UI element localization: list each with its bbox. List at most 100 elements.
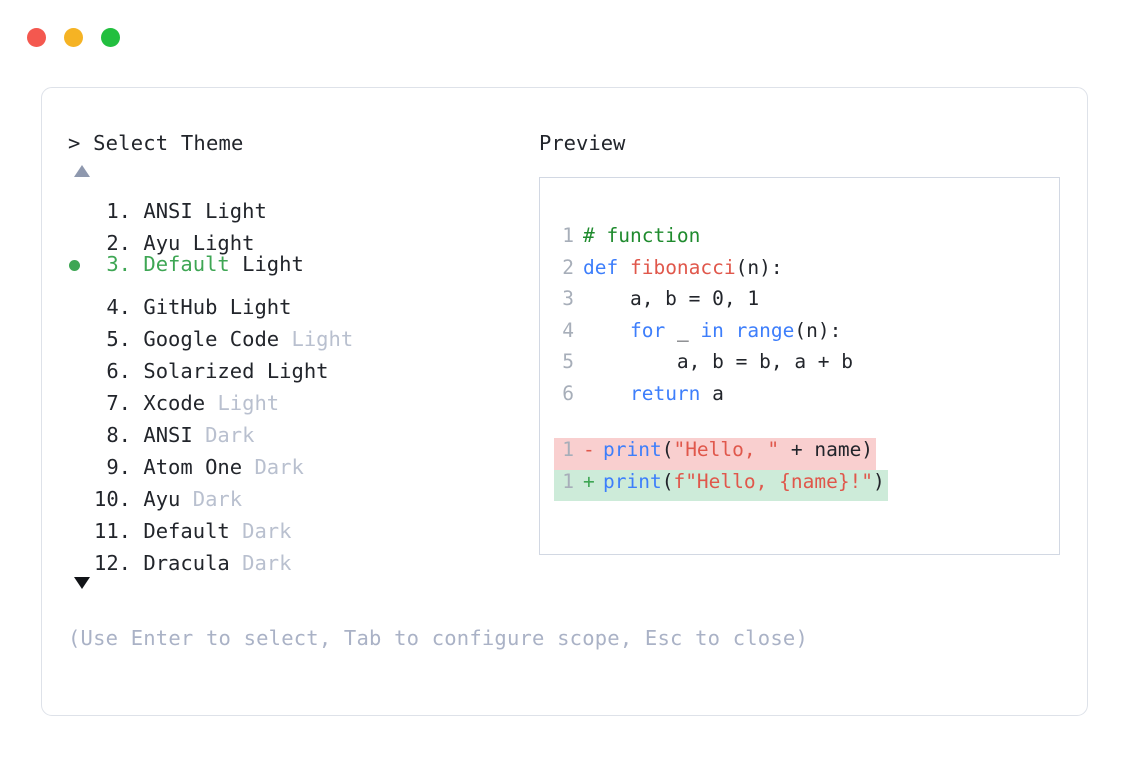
theme-item-variant: Light xyxy=(192,230,255,255)
theme-list-item[interactable]: 3. Default Light xyxy=(68,250,538,282)
selection-bullet-slot xyxy=(68,250,94,282)
theme-list-item[interactable]: 5. Google Code Light xyxy=(68,314,538,351)
theme-item-name: Xcode xyxy=(143,390,206,415)
theme-item-variant: Dark xyxy=(242,518,292,543)
code-line-number: 1 xyxy=(562,224,574,247)
theme-list-item[interactable]: 10. Ayu Dark xyxy=(68,474,538,511)
theme-list-item[interactable]: 7. Xcode Light xyxy=(68,378,538,415)
theme-item-variant: Dark xyxy=(192,486,243,511)
theme-item-name: ANSI xyxy=(143,422,193,447)
diff-block: 1-print("Hello, " + name)1+print(f"Hello… xyxy=(554,438,1055,501)
code-line: 5 a, b = b, a + b xyxy=(554,350,1055,382)
theme-item-name: Atom One xyxy=(143,454,243,479)
theme-item-variant: Light xyxy=(291,326,354,351)
theme-item-space xyxy=(279,327,291,351)
code-line: 3 a, b = 0, 1 xyxy=(554,287,1055,319)
theme-item-name: Dracula xyxy=(143,550,230,575)
diff-line-number: 1 xyxy=(562,438,574,461)
theme-item-variant: Dark xyxy=(205,422,255,447)
code-line-text: a, b = b, a + b xyxy=(583,350,853,373)
theme-item-space xyxy=(193,423,205,447)
theme-item-space xyxy=(217,295,229,319)
selection-bullet-slot xyxy=(68,538,94,570)
diff-removed-line: 1-print("Hello, " + name) xyxy=(554,438,877,470)
theme-item-space xyxy=(180,487,192,511)
minimize-dot[interactable] xyxy=(64,28,83,47)
theme-list-item[interactable]: 11. Default Dark xyxy=(68,506,538,543)
theme-item-variant: Dark xyxy=(254,454,304,479)
selection-bullet-slot xyxy=(68,314,94,346)
code-token: "Hello, " xyxy=(673,438,780,461)
theme-item-space xyxy=(230,252,242,276)
code-line: 4 for _ in range(n): xyxy=(554,319,1055,351)
code-line-text: # function xyxy=(583,224,700,247)
theme-item-number: 10. xyxy=(94,486,144,511)
code-line: 1 # function xyxy=(554,224,1055,256)
diff-line-number: 1 xyxy=(562,469,574,493)
selected-bullet-icon xyxy=(69,260,80,272)
code-token: _ xyxy=(665,318,701,342)
code-line-number: 5 xyxy=(562,350,574,373)
keyboard-hint: (Use Enter to select, Tab to configure s… xyxy=(68,626,808,650)
theme-item-space xyxy=(242,455,254,479)
theme-item-space xyxy=(180,231,192,255)
theme-list-item[interactable]: 12. Dracula Dark xyxy=(68,538,538,575)
theme-item-name: Ayu xyxy=(143,230,181,255)
code-token: print xyxy=(603,469,662,493)
triangle-up-icon[interactable] xyxy=(74,164,90,177)
theme-item-variant: Light xyxy=(217,390,280,415)
code-token xyxy=(583,319,630,342)
code-line-number: 6 xyxy=(562,381,574,405)
code-token: a xyxy=(700,381,724,405)
diff-minus-marker: - xyxy=(583,438,595,461)
theme-list-item[interactable]: 6. Solarized Light xyxy=(68,346,538,383)
code-token: + name) xyxy=(779,438,874,461)
theme-item-space xyxy=(230,551,242,575)
code-line-text: def fibonacci(n): xyxy=(583,256,783,279)
code-token: for xyxy=(629,318,666,342)
theme-item-number: 7. xyxy=(94,390,144,415)
theme-item-variant: Light xyxy=(229,294,292,319)
triangle-down-icon[interactable] xyxy=(74,576,90,589)
theme-list-item[interactable]: 4. GitHub Light xyxy=(68,282,538,319)
window-titlebar xyxy=(27,28,120,47)
theme-item-space xyxy=(254,359,266,383)
preview-label: Preview xyxy=(539,131,626,155)
code-token: in xyxy=(700,318,736,342)
code-token: def xyxy=(583,255,630,279)
theme-item-number: 9. xyxy=(94,454,144,479)
maximize-dot[interactable] xyxy=(101,28,120,47)
selection-bullet-slot xyxy=(68,378,94,410)
diff-line-wrapper: 1+print(f"Hello, {name}!") xyxy=(554,469,1055,501)
diff-line-wrapper: 1-print("Hello, " + name) xyxy=(554,438,1055,470)
theme-list-item[interactable]: 9. Atom One Dark xyxy=(68,442,538,479)
theme-item-number: 3. xyxy=(94,252,144,277)
selection-bullet-slot xyxy=(68,410,94,442)
code-line-text: for _ in range(n): xyxy=(583,319,841,342)
code-token: range xyxy=(735,318,795,342)
theme-list-item[interactable]: 1. ANSI Light xyxy=(68,186,538,223)
theme-picker-card: > Select Theme 1. ANSI Light 2. Ayu Ligh… xyxy=(41,87,1088,716)
code-token: # function xyxy=(583,224,701,247)
code-token: fibonacci xyxy=(629,255,736,279)
theme-item-number: 11. xyxy=(94,518,144,543)
theme-item-number: 12. xyxy=(94,550,144,575)
code-line-number: 4 xyxy=(562,318,574,342)
theme-list-item[interactable]: 8. ANSI Dark xyxy=(68,410,538,447)
theme-item-number: 4. xyxy=(94,294,144,319)
code-token: (n): xyxy=(794,318,842,342)
theme-item-number: 8. xyxy=(94,422,144,447)
code-token: return xyxy=(629,381,701,405)
theme-item-number: 6. xyxy=(94,358,144,383)
theme-list-item[interactable]: 2. Ayu Light xyxy=(68,218,538,255)
close-dot[interactable] xyxy=(27,28,46,47)
theme-item-variant: Dark xyxy=(242,550,292,575)
code-line-text: a, b = 0, 1 xyxy=(583,287,759,310)
selection-bullet-slot xyxy=(68,346,94,378)
diff-added-line: 1+print(f"Hello, {name}!") xyxy=(554,469,888,501)
